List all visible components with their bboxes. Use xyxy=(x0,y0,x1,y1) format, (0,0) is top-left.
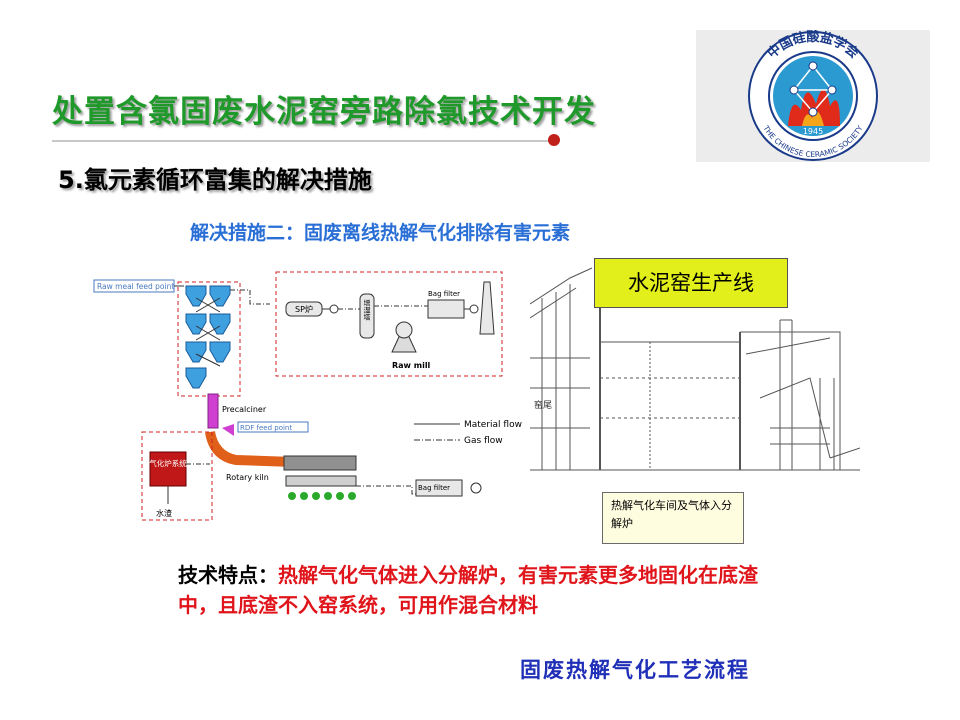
workshop-note: 热解气化车间及气体入分解炉 xyxy=(602,492,744,544)
precalciner xyxy=(207,393,219,429)
society-logo: 1945 中国硅酸盐学会 THE CHINESE CERAMIC SOCIETY xyxy=(748,29,878,161)
raw-mill-label: Raw mill xyxy=(392,361,431,370)
gasification-process-diagram: Raw meal feed point SP炉 增湿塔 Bag filter R… xyxy=(93,271,522,521)
technical-features: 技术特点：热解气化气体进入分解炉，有害元素更多地固化在底渣中，且底渣不入窑系统，… xyxy=(178,560,768,620)
society-logo-panel: 1945 中国硅酸盐学会 THE CHINESE CERAMIC SOCIETY xyxy=(696,29,930,162)
gasifier-box xyxy=(141,431,213,521)
bag-filter-bottom-label: Bag filter xyxy=(418,484,450,492)
bag-filter-bottom xyxy=(415,479,463,497)
feature-label: 技术特点： xyxy=(178,563,278,587)
title-divider xyxy=(52,140,552,142)
measure-heading: 解决措施二：固废离线热解气化排除有害元素 xyxy=(190,222,571,244)
rdf-feed-label: RDF feed point xyxy=(240,424,292,432)
raw-meal-feed-label: Raw meal feed point xyxy=(97,282,174,291)
cyclone-preheaters xyxy=(185,285,231,389)
production-line-label: 水泥窑生产线 xyxy=(594,258,788,308)
feature-text: 热解气化气体进入分解炉，有害元素更多地固化在底渣中，且底渣不入窑系统，可用作混合… xyxy=(178,563,758,617)
gasifier-label: 气化炉系统 xyxy=(149,458,187,468)
precalciner-label: Precalciner xyxy=(222,405,267,414)
figure-caption: 固废热解气化工艺流程 xyxy=(520,657,750,682)
slide-title: 处置含氯固废水泥窑旁路除氯技术开发 xyxy=(52,94,596,130)
rdf-feed-box xyxy=(237,421,309,433)
kiln-inlet xyxy=(205,430,295,467)
cooling-tower xyxy=(359,293,375,339)
section-subtitle: 5.氯元素循环富集的解决措施 xyxy=(58,166,372,194)
stack xyxy=(479,281,495,335)
water-slag-label: 水渣 xyxy=(156,508,172,518)
sp-furnace-label: SP炉 xyxy=(295,304,313,314)
title-divider-dot xyxy=(548,134,560,146)
rotary-kiln-label: Rotary kiln xyxy=(226,473,269,482)
raw-mill xyxy=(391,324,417,353)
cooler-fans xyxy=(288,492,356,500)
legend-material: Material flow xyxy=(464,420,522,430)
bag-filter-top-label: Bag filter xyxy=(428,290,460,298)
gasifier xyxy=(149,451,187,487)
raw-mill-system-box xyxy=(275,271,503,377)
rotary-kiln xyxy=(283,455,357,471)
cooling-tower-label: 增湿塔 xyxy=(363,299,371,322)
logo-year: 1945 xyxy=(803,127,823,136)
legend-gas: Gas flow xyxy=(464,436,503,446)
side-text-kiln-tail: 窑尾 xyxy=(534,399,552,411)
bag-filter-top xyxy=(427,299,465,319)
